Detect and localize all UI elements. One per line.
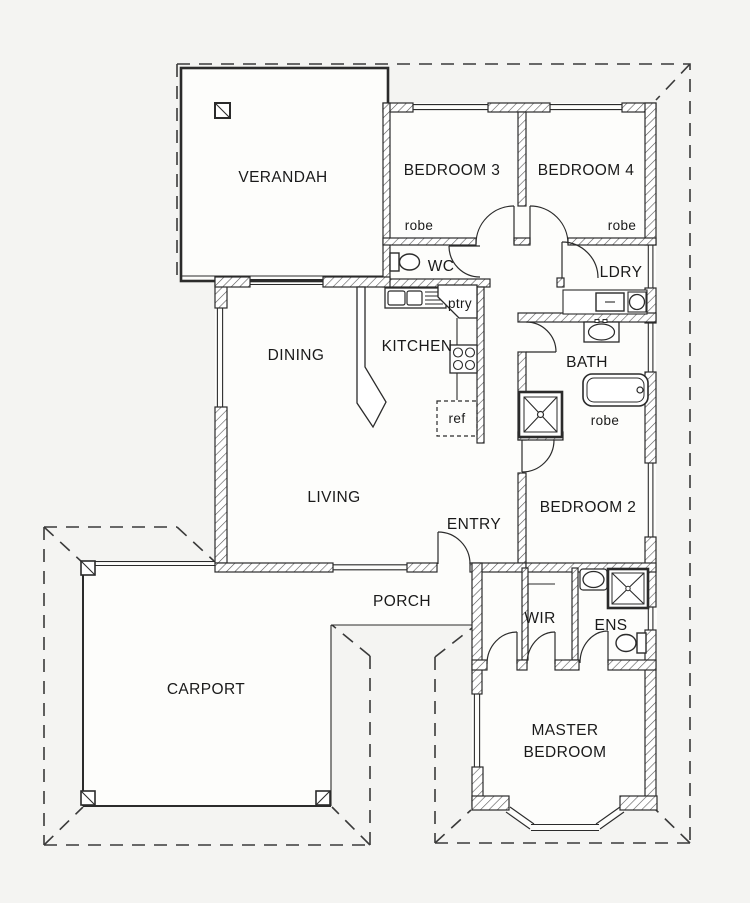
label-robe-bed2: robe [591,413,620,428]
label-carport: CARPORT [167,681,245,698]
label-bedroom3: BEDROOM 3 [404,162,501,179]
stove-icon [449,344,478,374]
label-wir: WIR [524,610,555,627]
windows [216,104,654,832]
carport-slab [80,560,472,807]
toilet-ens-icon [615,632,647,654]
verandah-post-icon [214,102,231,119]
shower-bath-icon [517,390,564,439]
walls [214,102,658,811]
basin-ens-icon [579,568,608,591]
label-porch: PORCH [373,593,431,610]
label-robe-bed3: robe [405,218,434,233]
washing-machine-icon [627,291,647,313]
kitchen-sink-icon [384,287,447,309]
door-ens [579,630,609,664]
basin-bath-icon [583,319,620,343]
wardrobe-shelf-wir [527,583,555,652]
label-entry: ENTRY [447,516,501,533]
shower-ens-icon [606,567,650,610]
label-pantry: ptry [448,296,472,311]
bathtub-icon [582,373,649,407]
label-bedroom4: BEDROOM 4 [538,162,635,179]
carport-post-icon [80,560,331,806]
verandah-outline [179,66,390,283]
label-master-line1: MASTER [532,722,599,739]
doors [437,205,609,665]
kitchen-divider-panel [356,286,387,429]
label-dining: DINING [268,347,325,364]
label-verandah: VERANDAH [238,169,327,186]
label-kitchen: KITCHEN [382,338,453,355]
label-bath: BATH [566,354,608,371]
label-robe-bed4: robe [608,218,637,233]
door-wc [448,245,481,278]
label-bedroom2: BEDROOM 2 [540,499,637,516]
door-wir [526,631,556,665]
door-bedroom3 [475,205,515,245]
door-ldry [561,241,599,279]
pantry-shelf [437,284,478,319]
fixtures [356,252,650,654]
label-living: LIVING [307,489,360,506]
room-labels: VERANDAH BEDROOM 3 BEDROOM 4 robe robe W… [167,162,642,761]
door-bath [525,321,557,353]
roof-outline [43,63,691,846]
label-ens: ENS [594,617,627,634]
toilet-wc-icon [389,252,421,272]
label-ref: ref [449,411,466,426]
door-bedroom4 [529,205,569,245]
label-master-line2: BEDROOM [524,744,607,761]
label-wc: WC [428,258,455,275]
door-entry [437,531,471,565]
label-ldry: LDRY [600,264,643,281]
refrigerator-icon [436,400,478,437]
door-master [486,631,518,665]
door-bedroom2 [521,439,555,473]
